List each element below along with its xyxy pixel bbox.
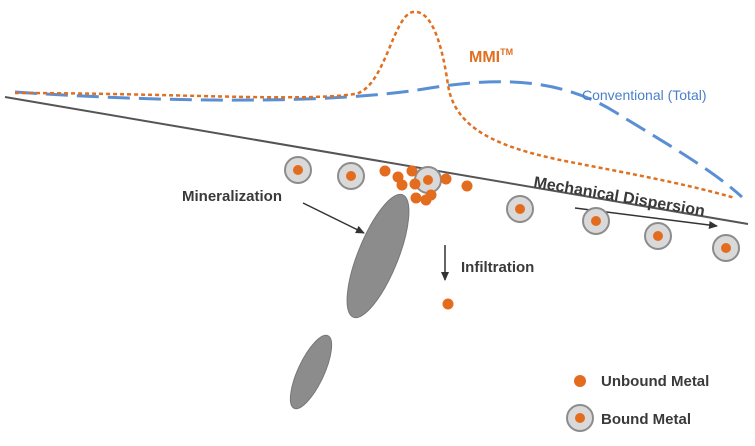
legend-item-unbound: Unbound Metal	[574, 373, 709, 390]
conventional-curve	[14, 80, 744, 199]
legend: Unbound Metal Bound Metal	[566, 373, 709, 432]
unbound-metal-particle	[410, 192, 422, 204]
bound-metal-particle	[582, 207, 610, 235]
orebody-lower	[289, 334, 333, 410]
unbound-metal-particles	[379, 165, 473, 310]
bound-metal-particle	[644, 222, 672, 250]
unbound-metal-particle	[440, 173, 452, 185]
bound-metal-particle	[284, 156, 312, 184]
legend-unbound-swatch	[574, 375, 586, 387]
unbound-metal-particle	[442, 298, 454, 310]
unbound-metal-particle	[396, 179, 408, 191]
legend-item-bound: Bound Metal	[566, 404, 691, 432]
unbound-metal-particle	[461, 180, 473, 192]
mmi-trademark: TM	[500, 47, 513, 57]
bound-metal-particle	[506, 195, 534, 223]
orebody-upper	[346, 193, 410, 319]
unbound-metal-particle	[420, 194, 432, 206]
mineralization-arrow	[302, 202, 365, 234]
conventional-label: Conventional (Total)	[582, 87, 707, 103]
unbound-metal-particle	[379, 165, 391, 177]
legend-unbound-label: Unbound Metal	[601, 373, 709, 390]
legend-bound-swatch-core	[575, 413, 585, 423]
bound-metal-particle	[414, 166, 442, 194]
mineralization-label: Mineralization	[182, 188, 282, 205]
mmi-label-text: MMI	[469, 49, 500, 66]
infiltration-label: Infiltration	[461, 259, 534, 276]
bound-metal-particles	[284, 156, 740, 262]
unbound-metal-particle	[406, 165, 418, 177]
bound-metal-particle	[712, 234, 740, 262]
mmi-curve	[14, 10, 736, 200]
legend-bound-label: Bound Metal	[601, 411, 691, 428]
unbound-metal-particle	[409, 178, 421, 190]
ground-surface-line	[4, 96, 749, 225]
bound-metal-particle	[337, 162, 365, 190]
mmi-label: MMITM	[469, 47, 513, 66]
